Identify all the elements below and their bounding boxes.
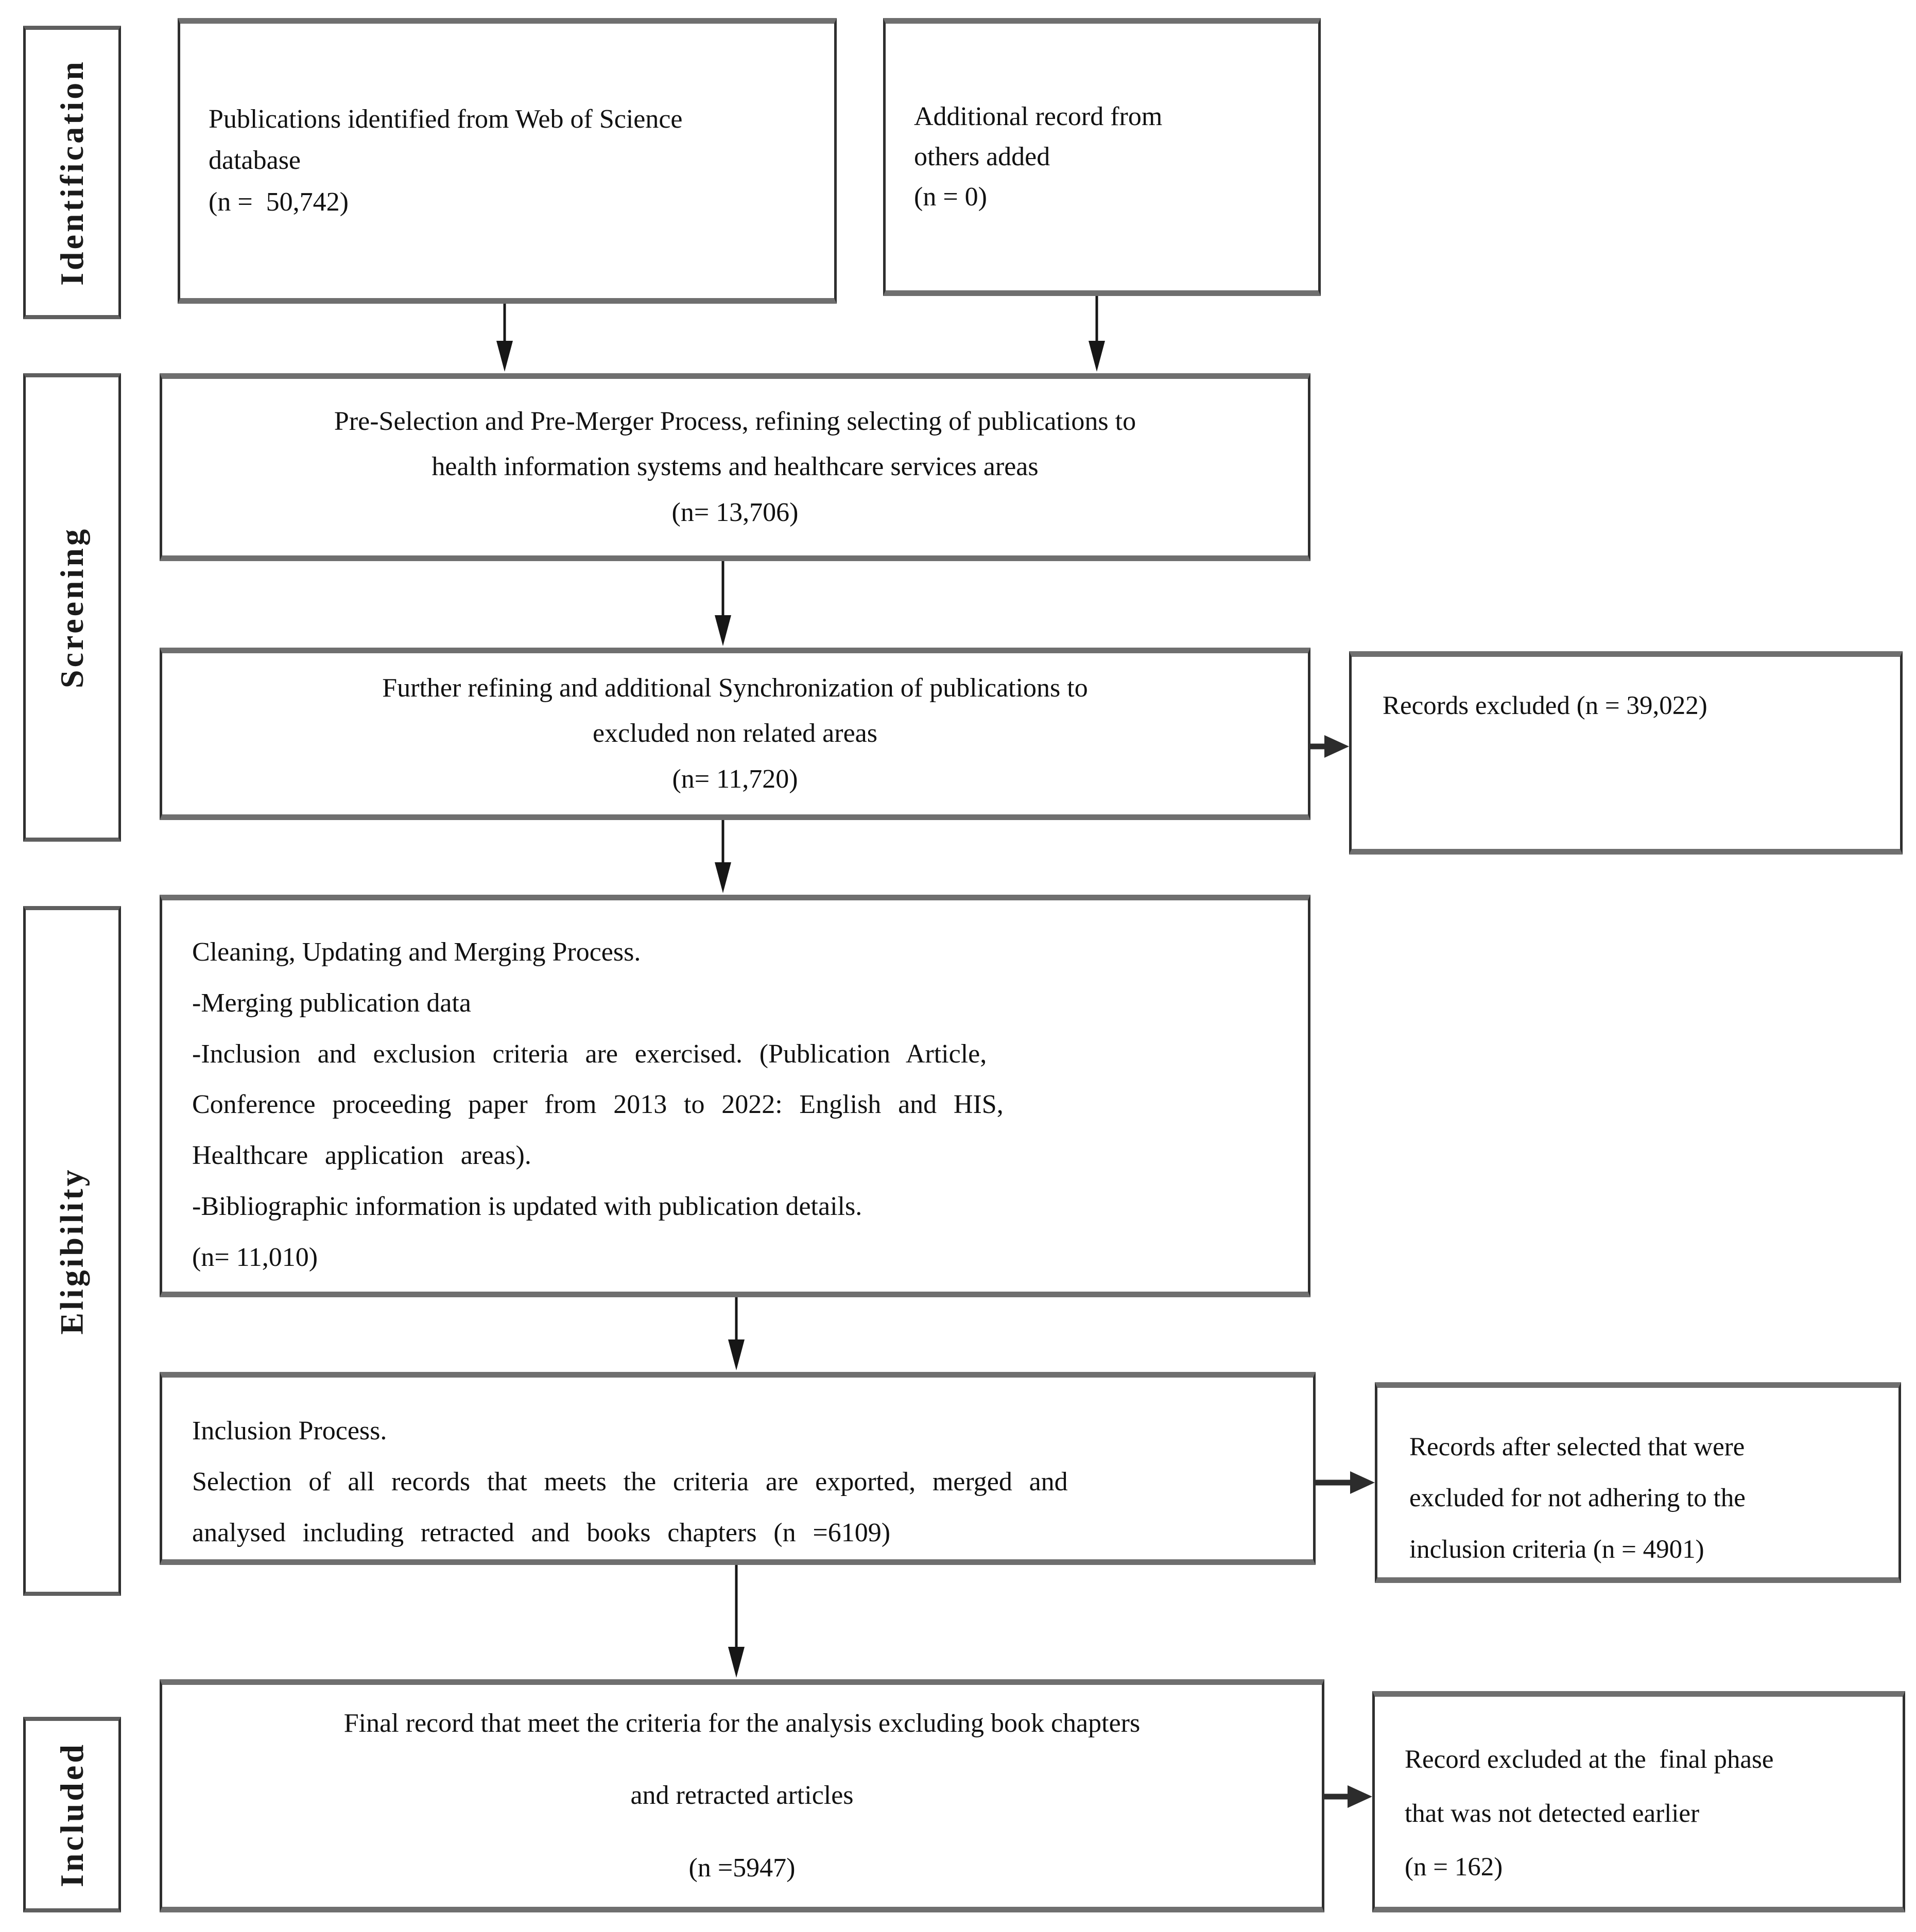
arrow-head-icon bbox=[728, 1339, 745, 1370]
arrow-shaft bbox=[503, 304, 506, 343]
stage-label-eligibility-text: Eligibility bbox=[54, 1167, 90, 1335]
arrow-down-cleaning-to-inclusion bbox=[726, 1297, 747, 1370]
arrow-shaft bbox=[721, 820, 724, 864]
box-further-refining-text: Further refining and additional Synchron… bbox=[382, 673, 1088, 794]
arrow-head-icon bbox=[496, 341, 513, 372]
box-records-excluded: Records excluded (n = 39,022) bbox=[1349, 651, 1903, 855]
stage-label-identification: Identification bbox=[23, 26, 121, 319]
arrow-down-inclusion-to-final bbox=[726, 1565, 747, 1678]
arrow-shaft bbox=[721, 561, 724, 617]
arrow-shaft bbox=[1310, 743, 1326, 750]
cleaning-merging-line: -Merging publication data bbox=[192, 988, 472, 1018]
cleaning-count: (n= 11,010) bbox=[192, 1242, 318, 1272]
box-publications-identified: Publications identified from Web of Scie… bbox=[178, 18, 837, 304]
arrow-head-icon bbox=[1324, 735, 1349, 758]
box-record-excluded-final-phase-text: Record excluded at the final phase that … bbox=[1405, 1745, 1774, 1882]
box-additional-records: Additional record from others added (n =… bbox=[883, 18, 1321, 296]
box-cleaning-updating-merging: Cleaning, Updating and Merging Process. … bbox=[160, 895, 1310, 1297]
stage-label-eligibility: Eligibility bbox=[23, 906, 121, 1596]
box-further-refining: Further refining and additional Synchron… bbox=[160, 648, 1310, 820]
arrow-head-icon bbox=[1348, 1785, 1372, 1808]
arrow-shaft bbox=[1095, 296, 1098, 343]
box-final-record-text: Final record that meet the criteria for … bbox=[343, 1708, 1141, 1883]
box-additional-records-text: Additional record from others added (n =… bbox=[914, 102, 1163, 212]
arrow-head-icon bbox=[1350, 1471, 1375, 1494]
box-final-record: Final record that meet the criteria for … bbox=[160, 1679, 1324, 1912]
inclusion-body: Selection of all records that meets the … bbox=[192, 1467, 1068, 1547]
arrow-right-refining-to-records-excluded bbox=[1310, 735, 1349, 758]
arrow-shaft bbox=[1324, 1794, 1350, 1800]
arrow-shaft bbox=[735, 1297, 738, 1342]
arrow-head-icon bbox=[1089, 341, 1105, 372]
arrow-right-final-to-record-excluded bbox=[1324, 1785, 1372, 1808]
stage-label-included-text: Included bbox=[54, 1742, 90, 1887]
arrow-down-preselection-to-refining bbox=[713, 561, 733, 646]
box-records-after-excluded: Records after selected that were exclude… bbox=[1375, 1382, 1901, 1583]
cleaning-title: Cleaning, Updating and Merging Process. bbox=[192, 937, 641, 967]
arrow-head-icon bbox=[728, 1647, 745, 1678]
arrow-head-icon bbox=[715, 862, 731, 893]
arrow-down-refining-to-cleaning bbox=[713, 820, 733, 893]
box-inclusion-process: Inclusion Process. Selection of all reco… bbox=[160, 1372, 1316, 1565]
box-records-after-excluded-text: Records after selected that were exclude… bbox=[1409, 1433, 1746, 1564]
box-publications-identified-text: Publications identified from Web of Scie… bbox=[209, 104, 683, 217]
arrow-shaft bbox=[735, 1565, 738, 1649]
arrow-right-inclusion-to-records-after bbox=[1316, 1471, 1375, 1494]
stage-label-screening: Screening bbox=[23, 373, 121, 842]
stage-label-screening-text: Screening bbox=[54, 526, 90, 689]
arrow-head-icon bbox=[715, 615, 731, 646]
cleaning-criteria-line: -Inclusion and exclusion criteria are ex… bbox=[192, 1039, 1004, 1171]
box-preselection-premerger: Pre-Selection and Pre-Merger Process, re… bbox=[160, 373, 1310, 561]
box-record-excluded-final-phase: Record excluded at the final phase that … bbox=[1372, 1691, 1905, 1912]
arrow-down-additional-to-preselection bbox=[1086, 296, 1107, 372]
inclusion-title: Inclusion Process. bbox=[192, 1416, 387, 1446]
stage-label-included: Included bbox=[23, 1717, 121, 1912]
box-records-excluded-text: Records excluded (n = 39,022) bbox=[1383, 691, 1707, 720]
cleaning-bibliographic-line: -Bibliographic information is updated wi… bbox=[192, 1191, 862, 1221]
arrow-shaft bbox=[1316, 1480, 1352, 1486]
stage-label-identification-text: Identification bbox=[54, 59, 90, 286]
box-preselection-premerger-text: Pre-Selection and Pre-Merger Process, re… bbox=[334, 406, 1136, 527]
arrow-down-identified-to-preselection bbox=[494, 304, 515, 372]
